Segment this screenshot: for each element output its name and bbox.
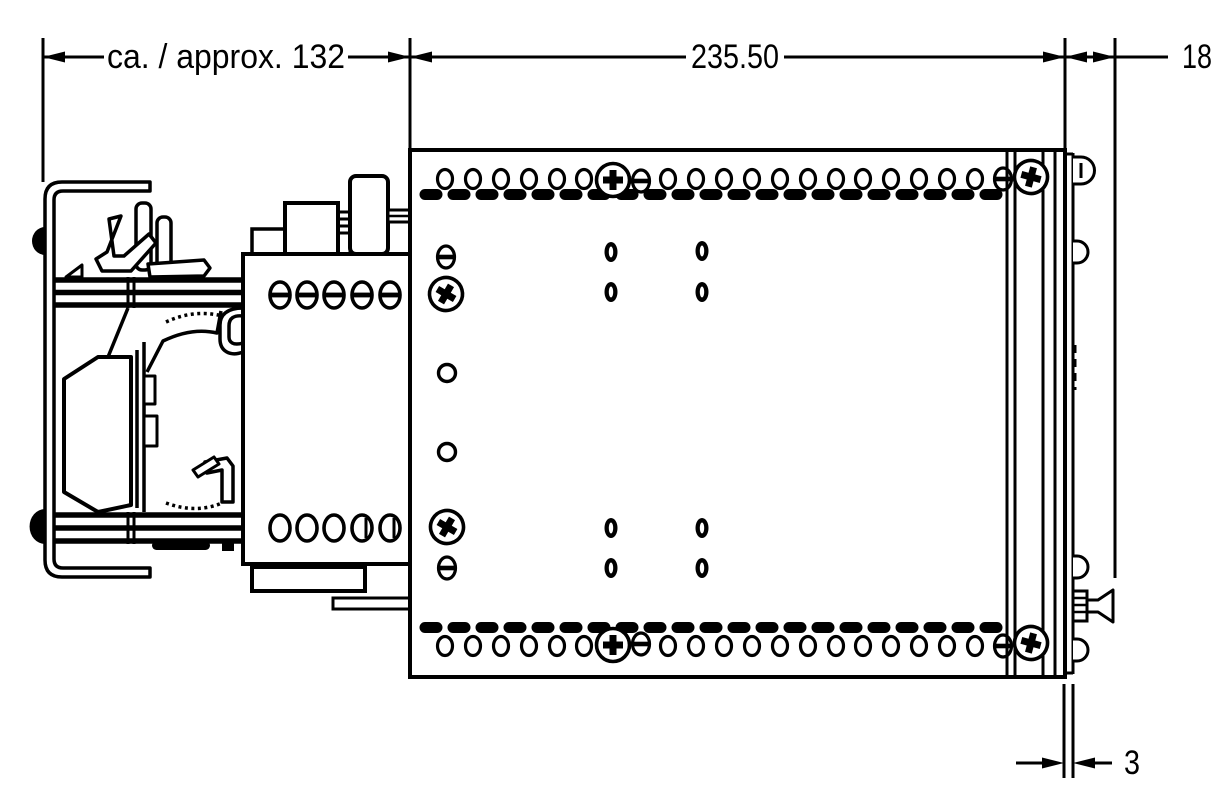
rail-bottom (54, 512, 243, 544)
dim-label-235-50: 235.50 (691, 38, 779, 76)
dimension-lines-top: ca. / approx. 132 235.50 18 (41, 38, 1212, 578)
latch-tab (191, 455, 221, 479)
clamp-flat (146, 258, 212, 279)
rail-top (54, 277, 243, 308)
dimension-235-50: 235.50 (410, 38, 1065, 76)
dim-label-approx-132: ca. / approx. 132 (107, 38, 345, 76)
dim-label-18: 18 (1182, 38, 1212, 76)
interior-fasteners-left (421, 244, 472, 581)
screw-bottom-center (594, 626, 632, 664)
terminal-block (241, 174, 412, 611)
dimension-132: ca. / approx. 132 (43, 38, 410, 76)
mounting-plate (1065, 152, 1115, 675)
spring-bottom (165, 501, 223, 511)
hook-top (218, 306, 245, 356)
side-screw-3 (1073, 554, 1090, 580)
release-latch (1071, 588, 1115, 624)
din-rail-bracket-assembly (29, 180, 245, 579)
dim-label-3: 3 (1124, 744, 1140, 782)
c-bracket (43, 180, 152, 579)
terminal-wedge-block (62, 355, 133, 514)
spring-top (165, 311, 227, 324)
main-housing (408, 148, 1067, 679)
bolt-head-bottom (29, 509, 45, 544)
dimension-3: 3 (1016, 684, 1140, 782)
housing-outline (408, 148, 1067, 679)
side-screw-1 (1073, 155, 1096, 186)
terminal-holes-bottom (268, 513, 402, 543)
dimension-18: 18 (1065, 38, 1212, 76)
clamp-wedge (64, 263, 84, 279)
clamp-zigzag (145, 310, 223, 373)
screw-top-center (594, 161, 632, 199)
side-screw-4 (1073, 637, 1090, 663)
right-panel (1005, 150, 1057, 677)
foot-pad (152, 541, 210, 550)
bolt-head-top (32, 227, 45, 255)
side-screw-2 (1073, 239, 1090, 265)
clamp-lever (94, 214, 158, 273)
